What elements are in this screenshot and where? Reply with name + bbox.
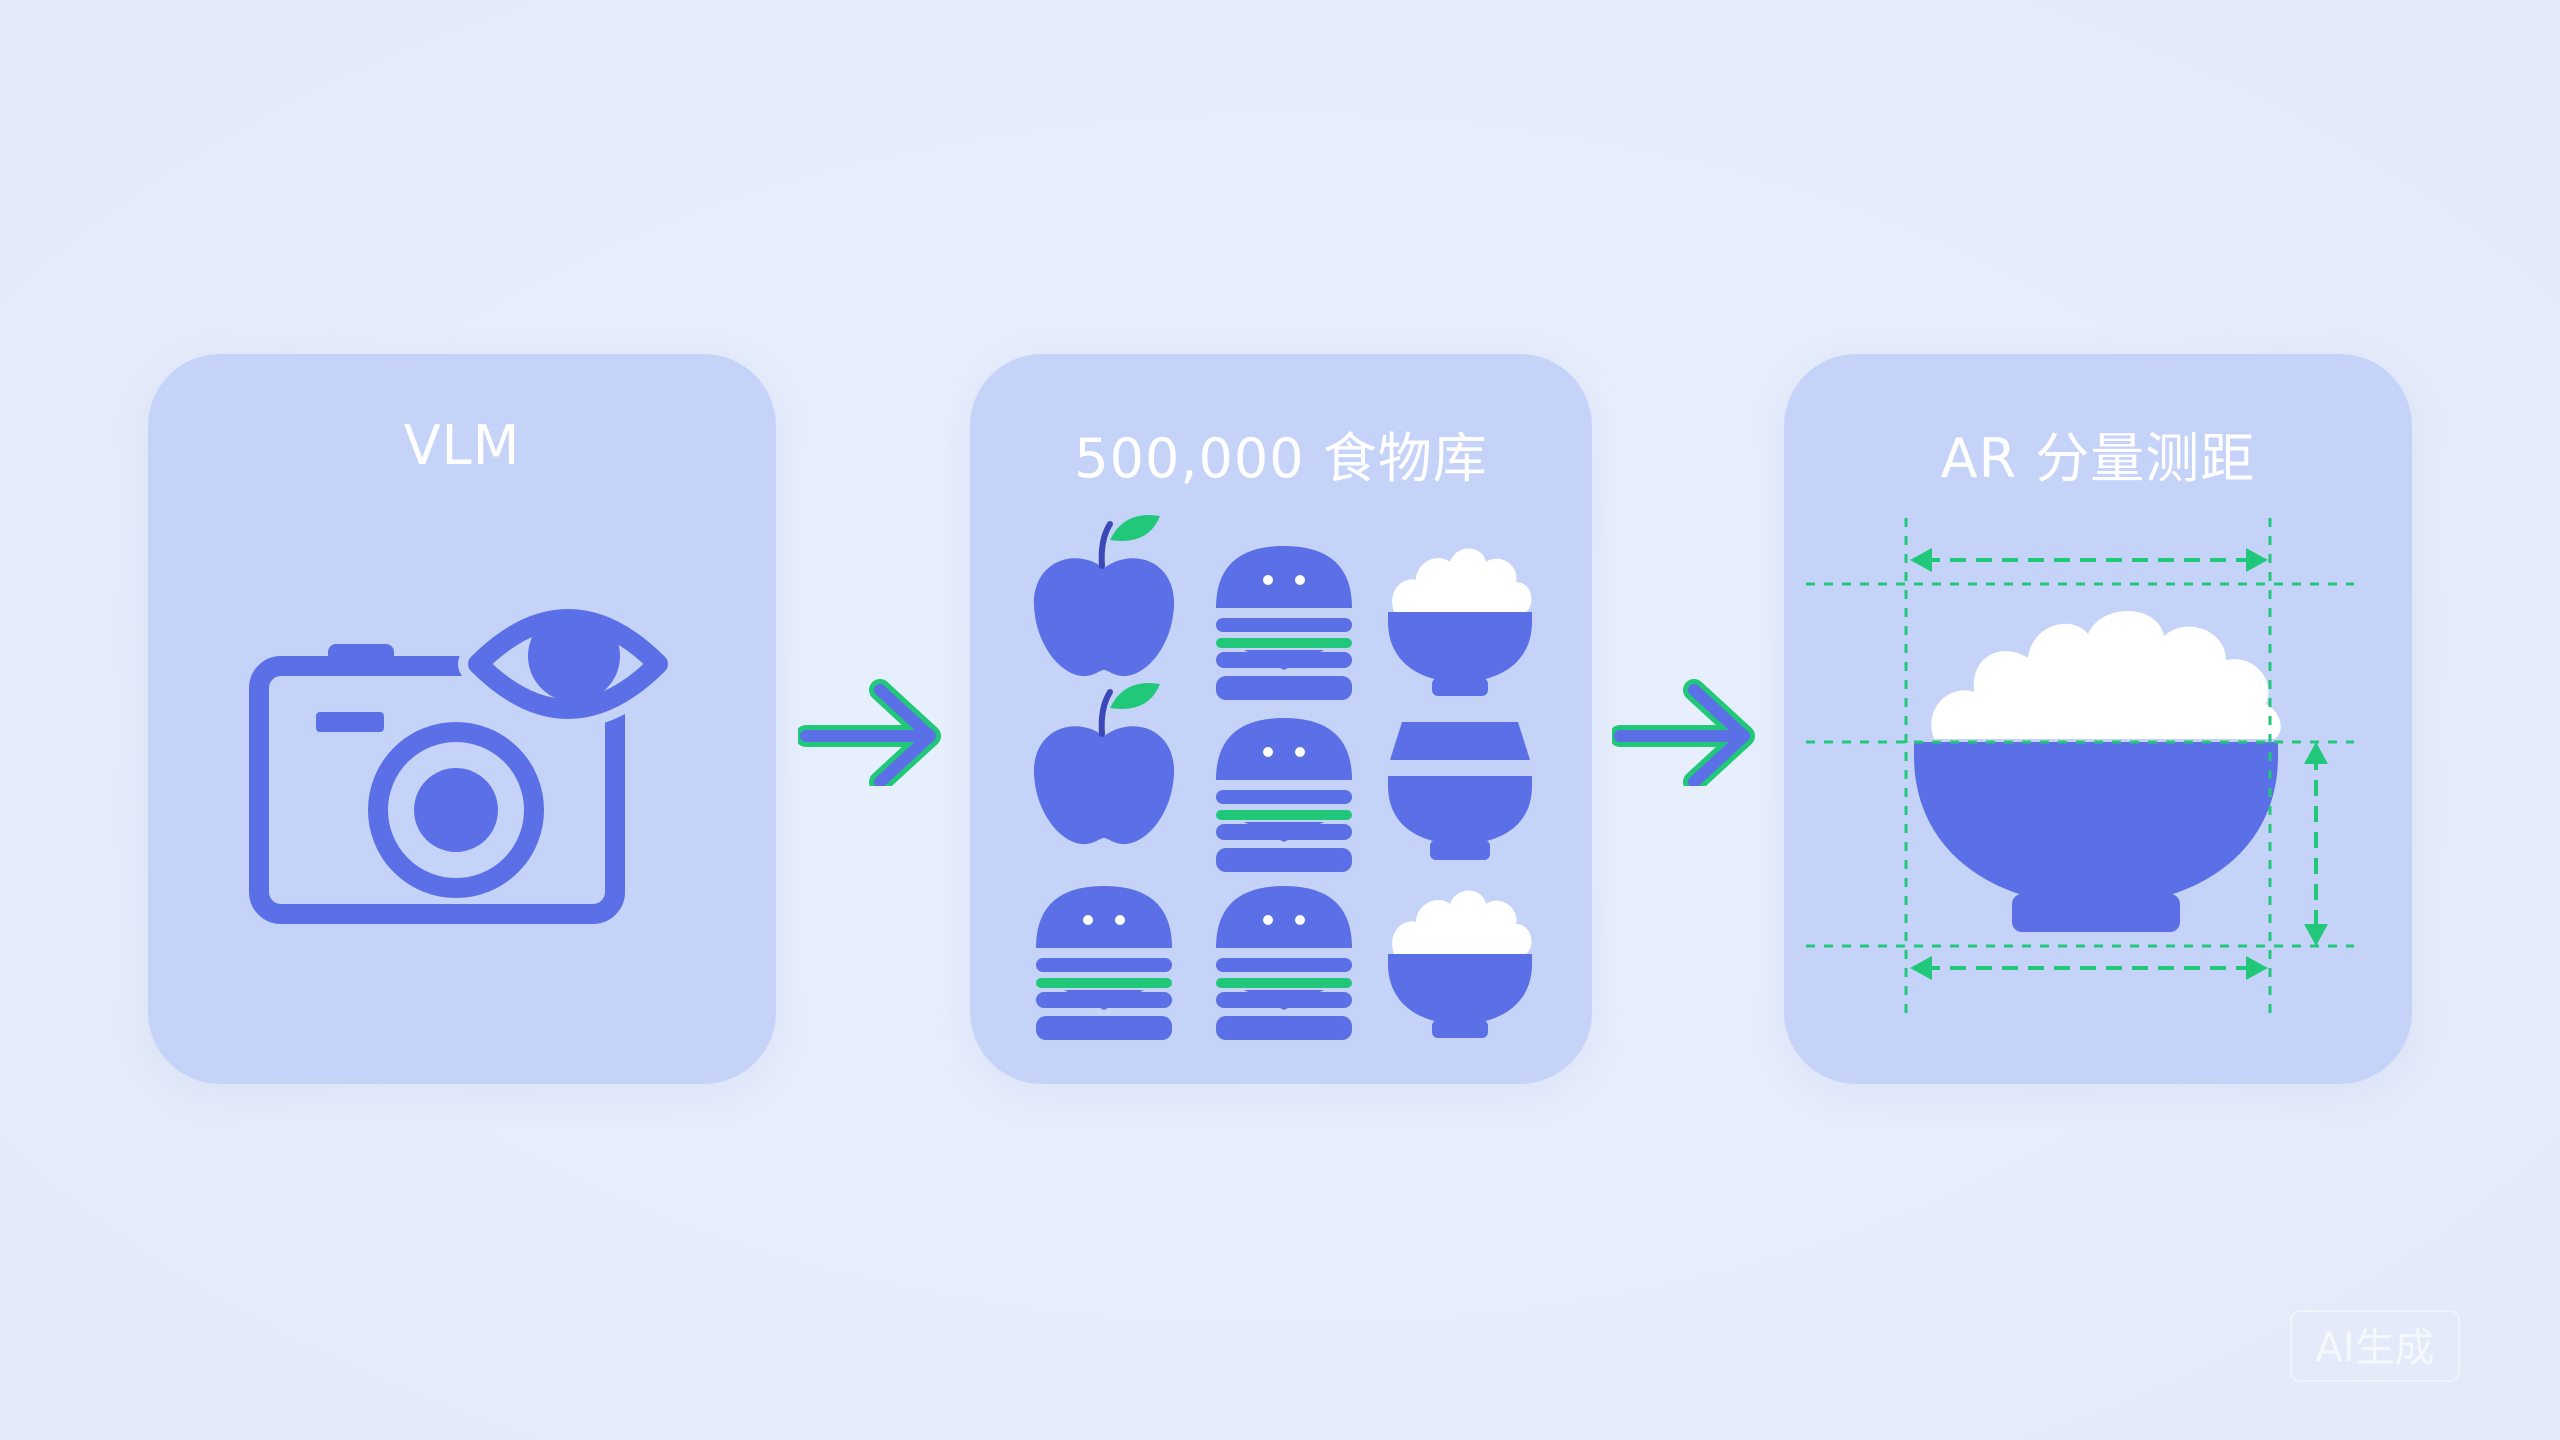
step-card-ar-measure: AR 分量测距 — [1784, 354, 2412, 1084]
apple-icon — [1034, 515, 1174, 676]
arrow-right-icon — [798, 679, 941, 786]
step-title-vlm: VLM — [403, 414, 521, 477]
burger-icon — [1216, 546, 1352, 700]
burger-icon — [1216, 718, 1352, 872]
step-card-food-database: 500,000 食物库 — [970, 354, 1592, 1084]
arrow-right-icon — [1612, 679, 1755, 786]
rice-bowl-icon — [1388, 890, 1532, 1038]
step-title-ar-measure: AR 分量测距 — [1940, 427, 2256, 490]
ar-measure-bowl-icon — [1806, 518, 2354, 1020]
rice-bowl-icon — [1388, 548, 1532, 696]
burger-icon — [1216, 886, 1352, 1040]
apple-icon — [1034, 683, 1174, 844]
camera-eye-icon — [249, 599, 678, 924]
step-card-vlm: VLM — [148, 354, 776, 1084]
bowl-icon — [1388, 722, 1532, 860]
step-title-food-database: 500,000 食物库 — [1074, 427, 1488, 490]
burger-icon — [1036, 886, 1172, 1040]
watermark-label: AI生成 — [2290, 1310, 2460, 1382]
food-grid-icon — [970, 354, 1532, 1040]
